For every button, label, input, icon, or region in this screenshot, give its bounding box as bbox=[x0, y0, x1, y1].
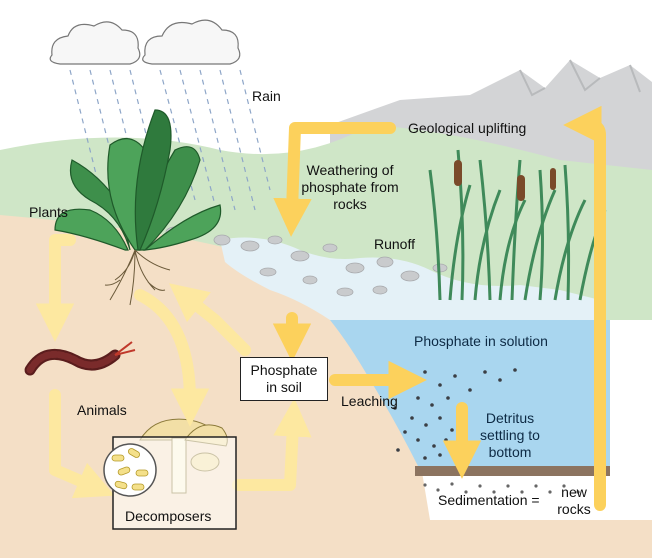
runoff-label: Runoff bbox=[374, 236, 415, 252]
arrow-uplift-to-weathering bbox=[273, 122, 396, 237]
rain-clouds bbox=[49, 19, 241, 65]
arrow-soil-to-plants bbox=[169, 283, 251, 356]
arrow-plants-to-decomposers bbox=[134, 289, 210, 427]
arrow-animals-to-decomposers bbox=[49, 389, 115, 499]
plants-label: Plants bbox=[29, 204, 68, 220]
arrow-decomposers-to-soil bbox=[232, 398, 312, 491]
animals-label: Animals bbox=[77, 402, 127, 418]
arrow-rocks-to-uplift bbox=[563, 105, 606, 511]
new-rocks-label: new rocks bbox=[557, 484, 591, 517]
sedimentation-label: Sedimentation = bbox=[438, 492, 540, 508]
arrow-plants-to-animals bbox=[35, 234, 76, 342]
sediment-layer bbox=[415, 466, 610, 476]
rain-label: Rain bbox=[252, 88, 281, 104]
cattail-heads bbox=[454, 160, 556, 201]
phosphate-in-soil-box: Phosphate in soil bbox=[240, 357, 328, 401]
decomposers-label: Decomposers bbox=[125, 508, 212, 524]
phosphate-in-solution-label: Phosphate in solution bbox=[414, 333, 548, 349]
plant-roots bbox=[104, 249, 171, 306]
centipede-animal bbox=[24, 341, 136, 376]
geological-uplifting-label: Geological uplifting bbox=[408, 120, 527, 136]
weathering-label: Weathering of phosphate from rocks bbox=[301, 162, 399, 212]
plant bbox=[54, 109, 222, 251]
leaching-label: Leaching bbox=[341, 393, 398, 409]
lake bbox=[330, 320, 610, 470]
detritus-label: Detritus settling to bottom bbox=[480, 410, 540, 460]
